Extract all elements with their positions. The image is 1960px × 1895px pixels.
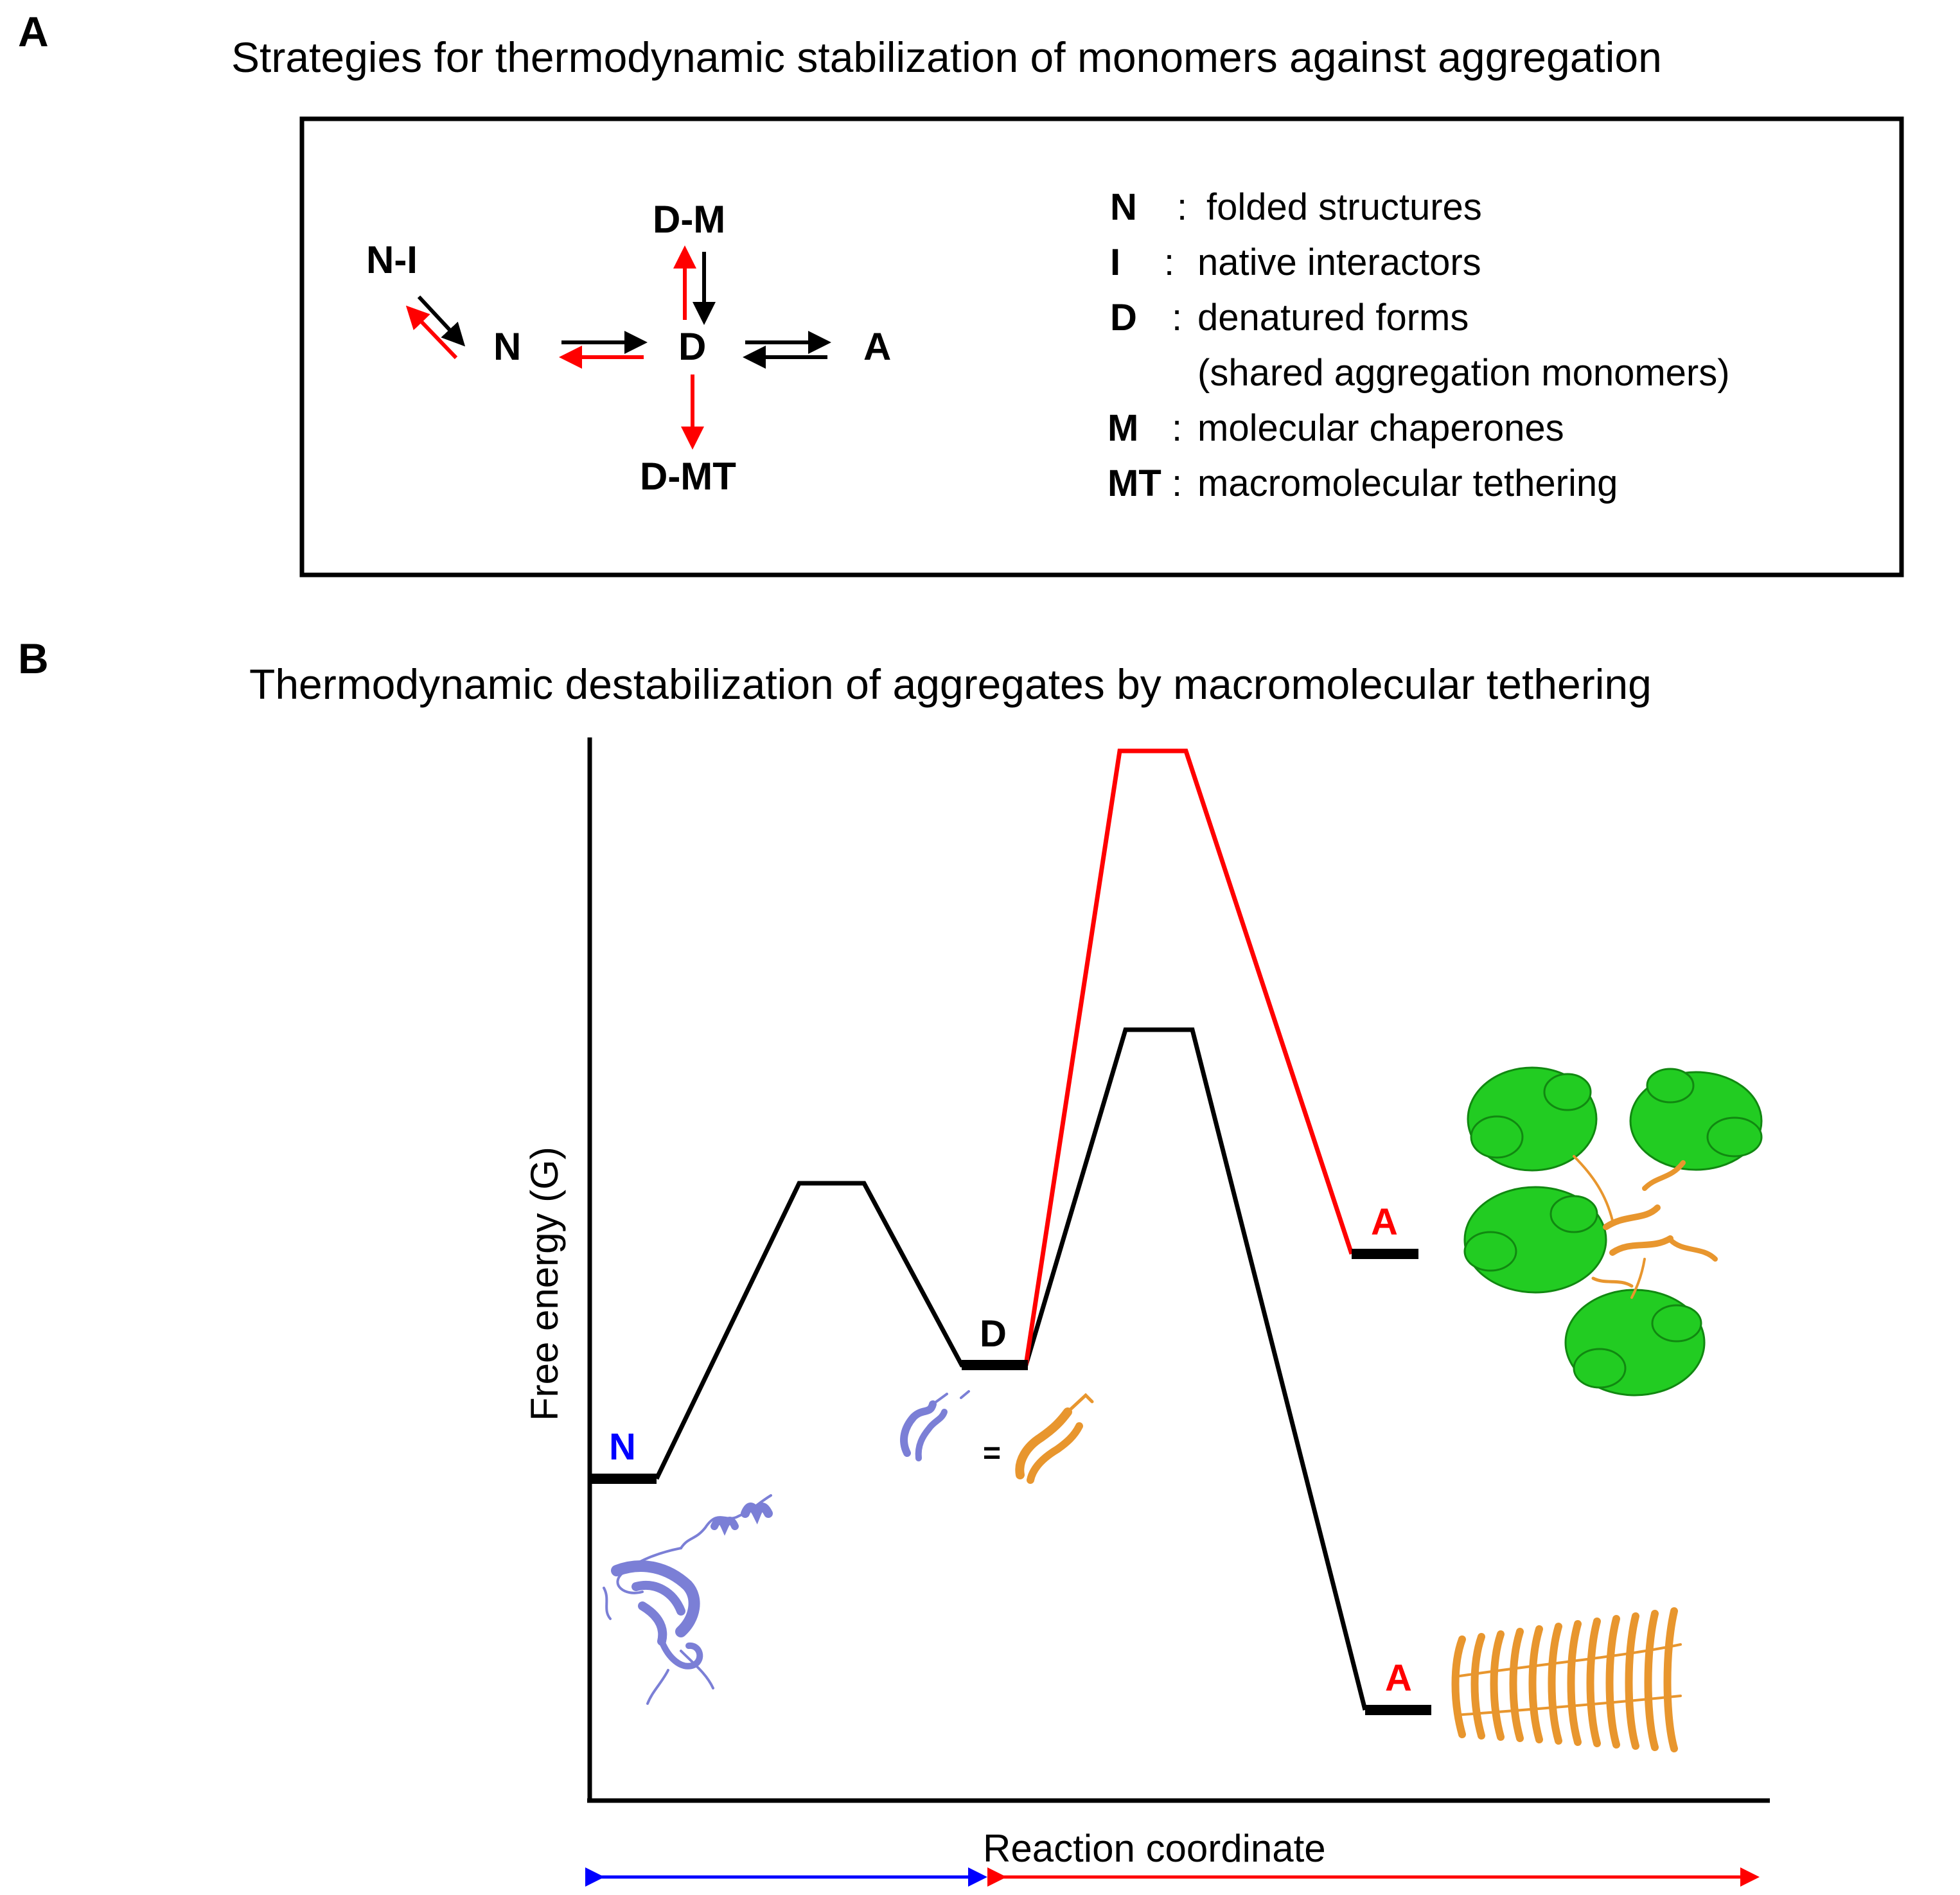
denatured-monomer-native (900, 1390, 970, 1461)
legend-key: D (1110, 297, 1137, 339)
legend-text: denatured forms (1197, 297, 1469, 339)
energy-profile-red (1023, 748, 1354, 1366)
panel-b-letter: B (18, 635, 49, 682)
legend-row: M : molecular chaperones (1108, 407, 1564, 449)
green-domain (1467, 1066, 1598, 1172)
legend-sep: : (1172, 407, 1182, 449)
equals-sign: = (983, 1436, 1001, 1470)
state-label-d: D (980, 1313, 1007, 1355)
scheme-label-d: D (678, 325, 706, 368)
tethered-aggregate-structure (1463, 1066, 1763, 1397)
legend-key: M (1108, 407, 1138, 449)
y-axis-label: Free energy (G) (523, 1147, 566, 1421)
panel-b-title: Thermodynamic destabilization of aggrega… (249, 660, 1652, 708)
denatured-monomer-tethered (1015, 1393, 1094, 1484)
reaction-scheme: N-I N D A D-M D-MT (366, 198, 891, 498)
panel-a: A Strategies for thermodynamic stabiliza… (18, 8, 1904, 577)
green-domain (1629, 1068, 1763, 1171)
arrow-n-to-ni (405, 305, 458, 360)
legend-key: I (1110, 242, 1120, 283)
scheme-label-n: N (493, 325, 521, 368)
panel-a-letter: A (18, 8, 49, 55)
legend-key: MT (1108, 463, 1161, 504)
panel-b: B Thermodynamic destabilization of aggre… (18, 635, 1770, 1887)
scheme-label-ni: N-I (366, 238, 418, 281)
orange-tethered-core (1573, 1155, 1718, 1299)
state-label-a-lower: A (1385, 1657, 1412, 1699)
panel-a-title: Strategies for thermodynamic stabilizati… (231, 33, 1662, 81)
scheme-label-dm: D-M (653, 198, 725, 241)
legend-text: molecular chaperones (1197, 407, 1564, 449)
legend-row: D : denatured forms (1110, 297, 1469, 339)
state-label-n: N (609, 1426, 636, 1468)
legend-text: folded structures (1206, 186, 1482, 228)
legend-sep: : (1172, 463, 1182, 504)
legend-text: (shared aggregation monomers) (1197, 352, 1730, 394)
legend-sep: : (1172, 297, 1182, 339)
legend-row: MT : macromolecular tethering (1108, 463, 1618, 504)
state-label-a-upper: A (1371, 1201, 1398, 1243)
legend-sep: : (1164, 242, 1174, 283)
legend-row: N : folded structures (1110, 186, 1482, 228)
legend-key: N (1110, 186, 1137, 228)
legend-text: macromolecular tethering (1197, 463, 1618, 504)
green-domain (1463, 1186, 1607, 1294)
legend: N : folded structures I : native interac… (1108, 186, 1730, 504)
amyloid-fibril-structure (1451, 1607, 1682, 1752)
arrow-ni-to-n (417, 295, 466, 347)
legend-text: native interactors (1197, 242, 1481, 283)
green-domain (1564, 1289, 1706, 1397)
legend-sep: : (1177, 186, 1187, 228)
legend-row: (shared aggregation monomers) (1197, 352, 1730, 394)
x-axis-label: Reaction coordinate (983, 1827, 1326, 1870)
panel-a-box (299, 116, 1904, 577)
scheme-label-a: A (863, 325, 891, 368)
scheme-label-dmt: D-MT (640, 455, 736, 498)
legend-row: I : native interactors (1110, 242, 1481, 283)
native-protein-structure (603, 1494, 773, 1705)
